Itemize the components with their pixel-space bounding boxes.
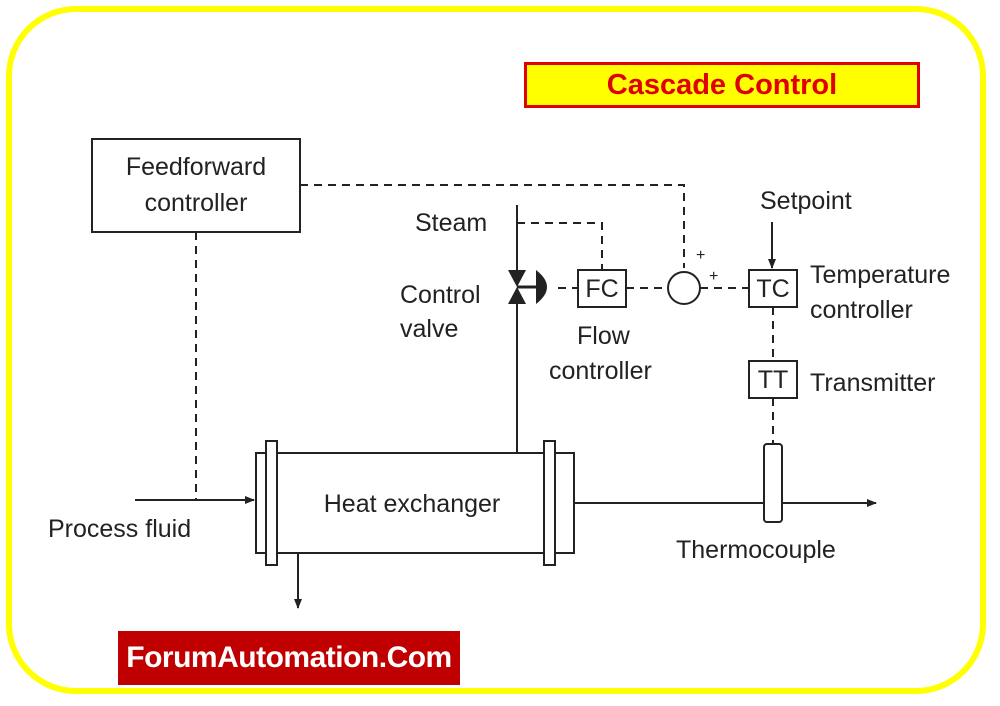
feedforward-signal-line [300,184,685,268]
valve-actuator [536,270,547,304]
tc-box [748,269,798,308]
process-fluid-label: Process fluid [48,515,191,543]
control-valve-label-line2: valve [400,315,458,343]
feedforward-label-line2: controller [145,189,248,217]
heat-exchanger-label: Heat exchanger [324,490,501,518]
brand-watermark: ForumAutomation.Com [118,631,460,685]
feedforward-controller-box [91,138,301,233]
flow-controller-label-line2: controller [549,357,652,385]
feedforward-label-line1: Feedforward [126,153,266,181]
tt-label: TT [758,366,789,394]
setpoint-label: Setpoint [760,187,852,215]
flow-measurement-line [517,222,603,270]
thermocouple-symbol [763,443,783,523]
transmitter-label: Transmitter [810,369,935,397]
control-valve-symbol-lower [508,287,526,304]
flow-controller-label-line1: Flow [577,322,631,350]
control-valve-label-line1: Control [400,281,481,309]
heat-exchanger-body [255,452,575,554]
summing-plus-top: + [696,247,705,264]
fc-label: FC [585,275,618,303]
summing-plus-right: + [709,268,718,285]
thermocouple-label: Thermocouple [676,536,836,564]
temperature-controller-label-line2: controller [810,296,913,324]
heat-exchanger-right-flange [543,440,556,566]
tc-label: TC [756,275,789,303]
temperature-controller-label-line1: Temperature [810,261,950,289]
heat-exchanger-left-flange [265,440,278,566]
steam-label: Steam [415,209,487,237]
outer-frame [6,6,986,694]
control-valve-symbol [508,270,526,287]
diagram-title: Cascade Control [524,62,920,108]
summing-junction [667,271,701,305]
